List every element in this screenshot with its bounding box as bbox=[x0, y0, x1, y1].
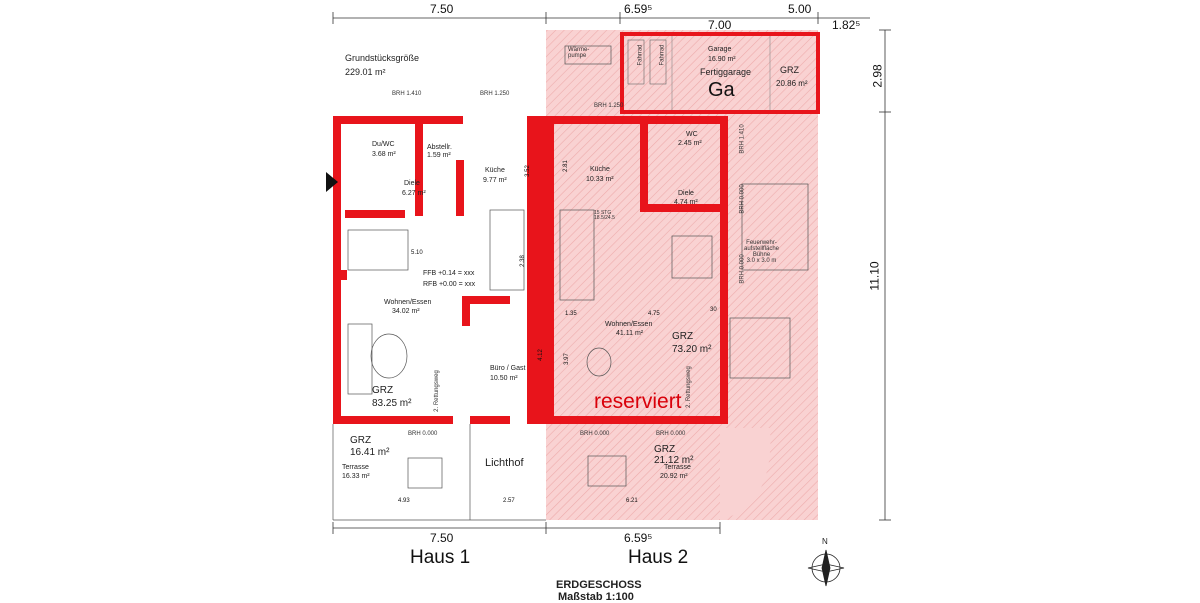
bike-label-1: Fahrrad bbox=[637, 44, 644, 66]
h2-room-wc: WC bbox=[686, 131, 698, 138]
h2-room-living-area: 41.11 m² bbox=[616, 330, 644, 337]
entrance-arrow-icon bbox=[326, 172, 338, 192]
brh-label-4: BRH 1.410 bbox=[739, 124, 746, 154]
h2-room-hall: Diele bbox=[678, 190, 694, 197]
brh-label-7: BRH 0.000 bbox=[656, 431, 686, 437]
grz-h1-terrace-label: GRZ bbox=[350, 435, 372, 446]
escape-route-h1: 2. Rettungsweg bbox=[433, 370, 440, 412]
dim-inner-397: 3.97 bbox=[563, 353, 570, 365]
dim-inner-257: 2.57 bbox=[503, 498, 515, 504]
h1-room-storage-area: 1.59 m² bbox=[427, 152, 451, 159]
dim-inner-475: 4.75 bbox=[648, 311, 660, 317]
h1-room-living-area: 34.02 m² bbox=[392, 308, 420, 315]
haus1-walls bbox=[333, 116, 547, 424]
brh-label-3: BRH 1.250 bbox=[594, 103, 624, 109]
dim-inner-30: 30 bbox=[710, 307, 717, 313]
stair-note: 15 STG 18.5/24.5 bbox=[594, 210, 615, 221]
fire-area-label: Feuerwehr- aufstellfläche Bühne 3.0 x 3.… bbox=[744, 240, 780, 264]
dimension-lines bbox=[332, 12, 891, 534]
h1-room-hall-area: 6.27 m² bbox=[402, 190, 426, 197]
brh-label-8: BRH 0.000 bbox=[739, 184, 746, 214]
h2-room-hall-area: 4.74 m² bbox=[674, 199, 698, 206]
dim-top-4: 5.00 bbox=[788, 2, 812, 16]
dim-top-1: 7.50 bbox=[430, 2, 454, 16]
dim-right-2: 11.10 bbox=[867, 261, 882, 291]
heat-pump-box bbox=[564, 45, 612, 65]
grz-h2-house-label: GRZ bbox=[672, 331, 694, 342]
floor-title: ERDGESCHOSS bbox=[556, 579, 642, 591]
dim-inner-510: 5.10 bbox=[411, 250, 423, 256]
dim-inner-412: 4.12 bbox=[537, 349, 544, 361]
reserved-area bbox=[546, 30, 818, 520]
interior-furniture bbox=[332, 183, 809, 521]
grz-h2-terrace-label: GRZ bbox=[654, 444, 676, 455]
reserved-label: reserviert bbox=[594, 390, 682, 413]
h1-room-duwc: Du/WC bbox=[372, 141, 395, 148]
dim-inner-135: 1.35 bbox=[565, 311, 577, 317]
h1-terrace-area: 16.33 m² bbox=[342, 473, 370, 480]
house1-label: Haus 1 bbox=[410, 547, 471, 568]
brh-label-2: BRH 1.250 bbox=[480, 91, 510, 97]
haus2-walls bbox=[546, 116, 728, 424]
escape-route-h2: 2. Rettungsweg bbox=[685, 366, 692, 408]
brh-label-5: BRH 0.000 bbox=[408, 431, 438, 437]
garage-label: Garage bbox=[708, 46, 732, 53]
dim-top-3: 7.00 bbox=[708, 18, 732, 32]
h2-room-wc-area: 2.45 m² bbox=[678, 140, 702, 147]
h1-room-duwc-area: 3.68 m² bbox=[372, 151, 396, 158]
dim-right-1: 2.98 bbox=[870, 64, 885, 88]
dim-inner-238: 2.38 bbox=[519, 255, 526, 267]
garage-abbr: Ga bbox=[708, 79, 735, 101]
h1-room-kitchen: Küche bbox=[485, 167, 505, 174]
dim-top-5: 1.82⁵ bbox=[832, 18, 861, 32]
dim-top-2: 6.59⁵ bbox=[624, 2, 653, 16]
h2-room-living: Wohnen/Essen bbox=[605, 321, 653, 328]
h1-room-living: Wohnen/Essen bbox=[384, 299, 432, 306]
compass-icon bbox=[807, 549, 845, 587]
level-rfb: RFB +0.00 = xxx bbox=[423, 281, 476, 288]
garage bbox=[620, 32, 820, 114]
brh-label-1: BRH 1.410 bbox=[392, 91, 422, 97]
grz-h2-house-area: 73.20 m² bbox=[672, 344, 712, 355]
h2-terrace: Terrasse bbox=[664, 464, 691, 471]
h1-room-office: Büro / Gast bbox=[490, 365, 526, 372]
dim-bottom-1: 7.50 bbox=[430, 531, 454, 545]
brh-label-6: BRH 0.000 bbox=[580, 431, 610, 437]
garage-type: Fertiggarage bbox=[700, 67, 752, 77]
heat-pump-label: Wärme- pumpe bbox=[568, 47, 590, 59]
house2-label: Haus 2 bbox=[628, 547, 689, 568]
grz-h1-house-area: 83.25 m² bbox=[372, 398, 412, 409]
compass-north-label: N bbox=[822, 537, 828, 546]
garage-area: 16.90 m² bbox=[708, 56, 736, 63]
garage-grz-label: GRZ bbox=[780, 65, 799, 75]
dim-inner-621: 6.21 bbox=[626, 498, 638, 504]
lichthof-label: Lichthof bbox=[485, 457, 524, 469]
grz-h1-house-label: GRZ bbox=[372, 385, 394, 396]
h2-room-kitchen-area: 10.33 m² bbox=[586, 176, 614, 183]
dim-inner-352: 3.52 bbox=[524, 165, 531, 177]
h2-terrace-area: 20.92 m² bbox=[660, 473, 688, 480]
h1-room-office-area: 10.50 m² bbox=[490, 375, 518, 382]
h1-terrace: Terrasse bbox=[342, 464, 369, 471]
bike-label-2: Fahrrad bbox=[659, 44, 666, 66]
h1-room-kitchen-area: 9.77 m² bbox=[483, 177, 507, 184]
plot-size-value: 229.01 m² bbox=[345, 67, 386, 77]
dim-inner-493: 4.93 bbox=[398, 498, 410, 504]
dim-inner-281: 2.81 bbox=[562, 160, 569, 172]
h2-room-kitchen: Küche bbox=[590, 166, 610, 173]
dim-bottom-2: 6.59⁵ bbox=[624, 531, 653, 545]
grz-h1-terrace-area: 16.41 m² bbox=[350, 447, 390, 458]
garage-grz-area: 20.86 m² bbox=[776, 79, 808, 88]
level-ffb: FFB +0.14 = xxx bbox=[423, 270, 475, 277]
grz-h2-terrace-area: 21.12 m² bbox=[654, 455, 694, 466]
h1-room-hall: Diele bbox=[404, 180, 420, 187]
h1-room-storage: Abstellr. bbox=[427, 144, 452, 151]
plot-size-label: Grundstücksgröße bbox=[345, 53, 420, 63]
floor-scale: Maßstab 1:100 bbox=[558, 591, 634, 603]
